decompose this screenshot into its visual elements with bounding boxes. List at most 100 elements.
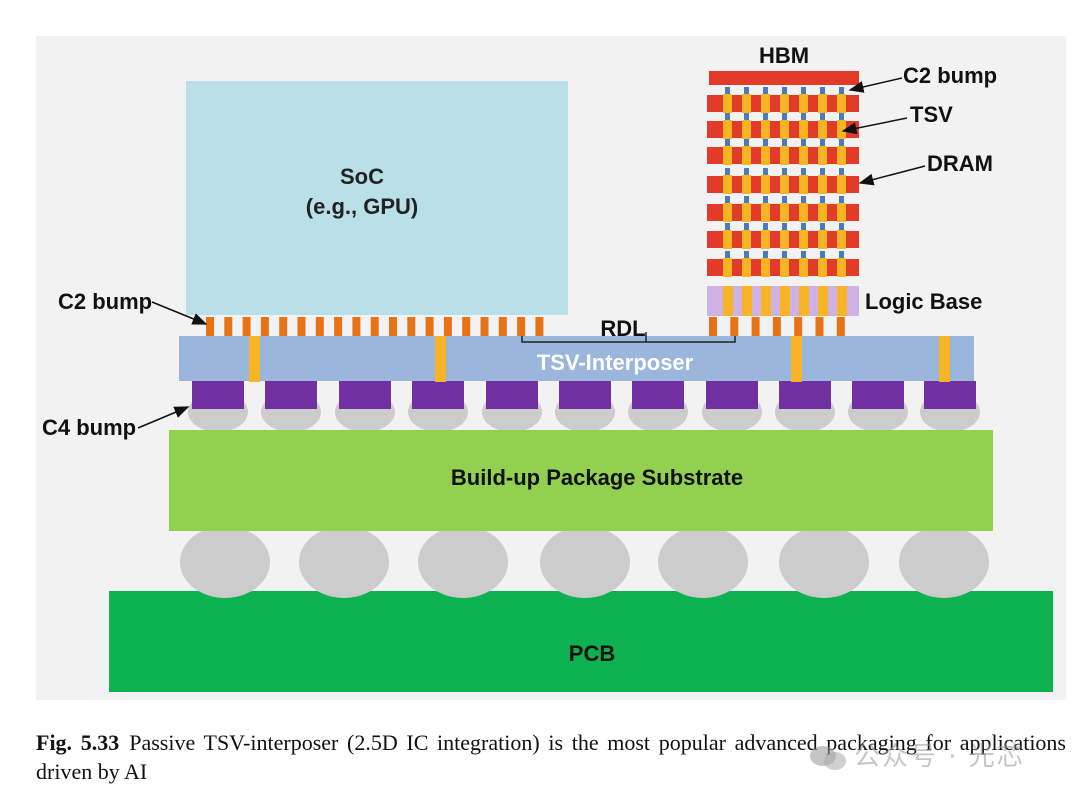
wechat-icon (810, 745, 846, 770)
packaging-cross-section-diagram: PCB Build-up Package Substrate TSV-Inter… (42, 43, 1053, 692)
soc-c2-bump-label: C2 bump (58, 289, 152, 314)
hbm-c2-bump (794, 317, 803, 336)
dram-micro-bump (744, 87, 749, 94)
dram-micro-bump (839, 168, 844, 175)
soc-c2-bump (535, 317, 544, 336)
dram-micro-bump (820, 168, 825, 175)
dram-tsv (837, 203, 846, 222)
dram-tsv (837, 258, 846, 277)
dram-tsv (761, 146, 770, 165)
package-substrate-block (169, 430, 993, 531)
logic-base-label: Logic Base (865, 289, 982, 314)
dram-tsv (818, 94, 827, 113)
dram-micro-bump (782, 168, 787, 175)
soc-c2-bump (279, 317, 288, 336)
dram-tsv (761, 230, 770, 249)
dram-micro-bump (763, 196, 768, 203)
interposer-tsv (939, 336, 950, 382)
dram-tsv (780, 230, 789, 249)
soc-c2-bump (517, 317, 526, 336)
dram-tsv (799, 230, 808, 249)
c4-bump-label: C4 bump (42, 415, 136, 440)
dram-tsv (723, 175, 732, 194)
dram-tsv (818, 175, 827, 194)
c4-pad (779, 381, 831, 409)
bga-solder-ball (540, 526, 630, 598)
soc-c2-bump (242, 317, 251, 336)
dram-tsv (723, 120, 732, 139)
logic-base-tsv (723, 286, 733, 316)
caption-figure-number: Fig. 5.33 (36, 730, 120, 755)
dram-micro-bump (763, 251, 768, 258)
dram-tsv (761, 203, 770, 222)
dram-micro-bump (839, 196, 844, 203)
dram-tsv (742, 120, 751, 139)
interposer-tsv (249, 336, 260, 382)
dram-micro-bump (782, 87, 787, 94)
dram-micro-bump (839, 87, 844, 94)
hbm-c2-bump-label: C2 bump (903, 63, 997, 88)
tsv-interposer-block (179, 336, 974, 381)
soc-label-line1: SoC (340, 164, 384, 189)
dram-tsv (761, 120, 770, 139)
dram-tsv (780, 120, 789, 139)
caption-text: Passive TSV-interposer (2.5D IC integrat… (36, 730, 1066, 784)
dram-micro-bump (820, 87, 825, 94)
pcb-block (109, 591, 1053, 692)
soc-c2-bump (389, 317, 397, 336)
soc-c2-bump (206, 317, 214, 336)
bga-solder-balls (180, 526, 989, 598)
bga-solder-ball (779, 526, 869, 598)
dram-tsv (799, 258, 808, 277)
soc-c2-bump (407, 317, 416, 336)
dram-tsv (837, 146, 846, 165)
rdl-label: RDL (600, 316, 645, 341)
hbm-c2-bump (730, 317, 739, 336)
dram-tsv (818, 120, 827, 139)
soc-c2-bump (352, 317, 361, 336)
hbm-c2-bump (772, 317, 781, 336)
dram-tsv (742, 203, 751, 222)
dram-micro-bump (820, 139, 825, 146)
bga-solder-ball (180, 526, 270, 598)
soc-die (186, 81, 568, 315)
dram-tsv (780, 94, 789, 113)
dram-tsv (837, 120, 846, 139)
soc-c2-bump (297, 317, 306, 336)
hbm-c2-bump (751, 317, 760, 336)
logic-base-tsv (818, 286, 828, 316)
pcb-label: PCB (569, 641, 615, 666)
dram-tsv (723, 230, 732, 249)
soc-c2-bump (498, 317, 507, 336)
dram-tsv (761, 94, 770, 113)
logic-base-tsv (761, 286, 771, 316)
dram-micro-bump (801, 87, 806, 94)
dram-tsv (799, 120, 808, 139)
dram-micro-bump (839, 251, 844, 258)
hbm-c2-bumps (709, 317, 845, 336)
logic-base-tsv (837, 286, 847, 316)
dram-micro-bump (782, 139, 787, 146)
tsv-label: TSV (910, 102, 953, 127)
dram-tsv (761, 175, 770, 194)
dram-micro-bump (839, 139, 844, 146)
soc-c2-bump (224, 317, 233, 336)
c4-pad (265, 381, 317, 409)
dram-micro-bump (725, 168, 730, 175)
dram-tsv (723, 146, 732, 165)
dram-micro-bump (839, 223, 844, 230)
dram-tsv (723, 258, 732, 277)
dram-tsv (818, 146, 827, 165)
dram-micro-bump (801, 113, 806, 120)
dram-micro-bump (820, 223, 825, 230)
tsv-leader (841, 117, 908, 135)
dram-micro-bump (744, 196, 749, 203)
watermark-text: 公众号 · 光芯 (854, 742, 1025, 772)
logic-base-tsvs (723, 286, 847, 316)
dram-micro-bump (744, 113, 749, 120)
rdl-bracket (521, 332, 736, 343)
c4-pad (924, 381, 976, 409)
soc-c2-bump (315, 317, 324, 336)
dram-micro-bump (744, 139, 749, 146)
